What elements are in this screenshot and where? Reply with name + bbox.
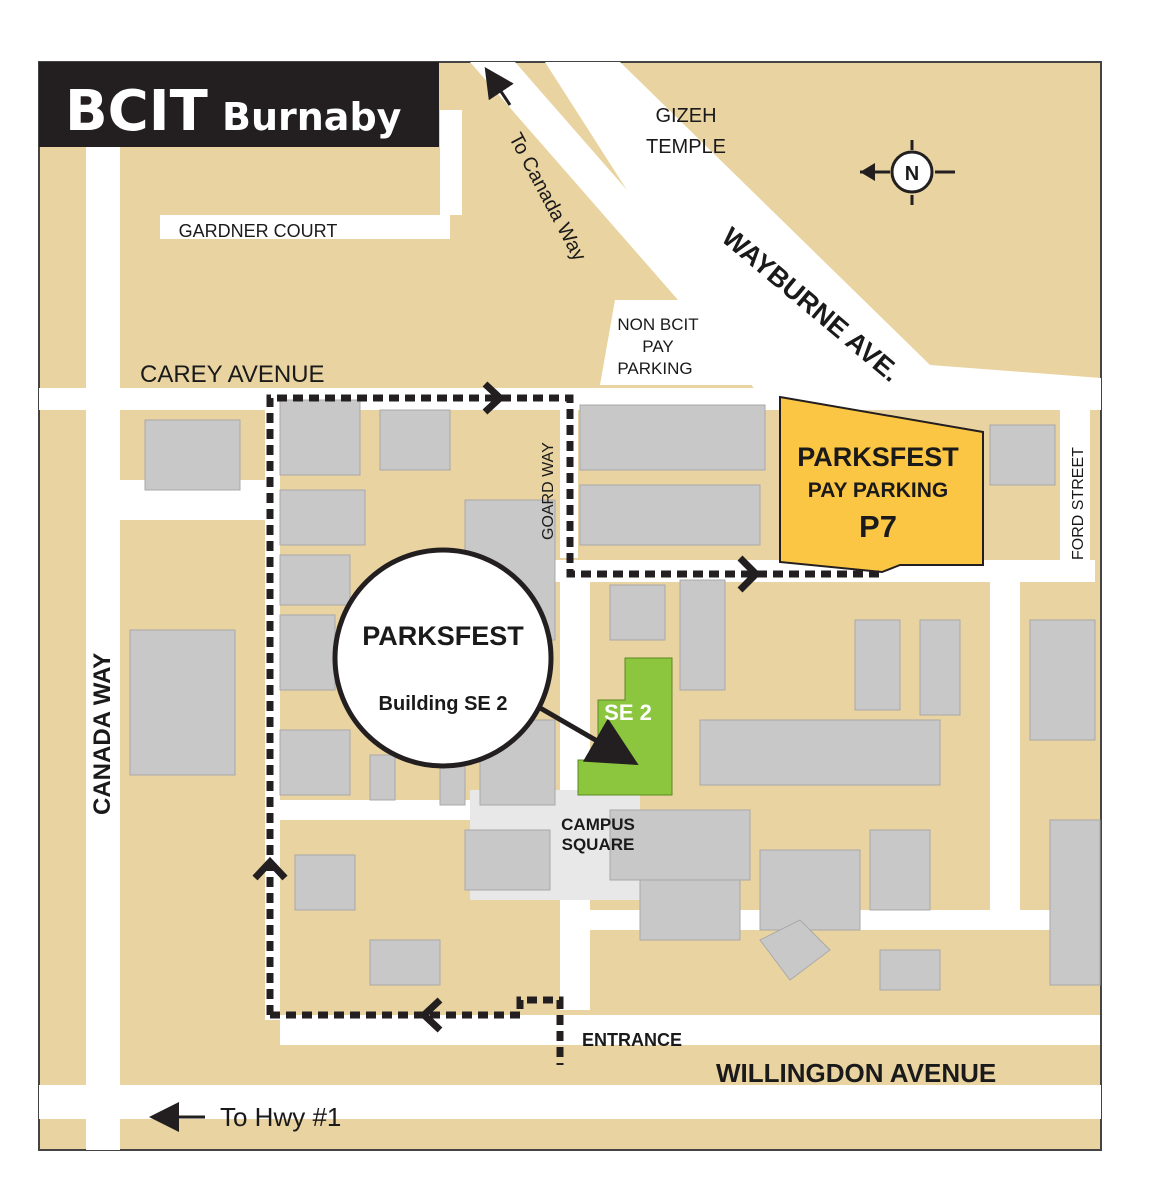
label-to-hwy: To Hwy #1: [220, 1102, 341, 1132]
label-non-bcit-3: PARKING: [617, 359, 692, 378]
to-canada-way-arrow-icon: [484, 67, 514, 106]
parksfest-callout[interactable]: PARKSFEST Building SE 2: [332, 547, 554, 769]
label-willingdon: WILLINGDON AVENUE: [716, 1058, 996, 1088]
label-non-bcit-1: NON BCIT: [617, 315, 698, 334]
callout-subtitle: Building SE 2: [379, 693, 508, 715]
compass-arrowhead-icon: [860, 163, 875, 181]
label-canada-way: CANADA WAY: [89, 653, 116, 815]
title-block: [39, 62, 439, 147]
parking-line-3: P7: [859, 509, 897, 544]
label-campus-2: SQUARE: [562, 835, 635, 854]
se2-label: SE 2: [604, 700, 652, 725]
label-non-bcit-2: PAY: [642, 337, 674, 356]
title-bcit: BCIT: [65, 79, 208, 144]
road-network: [39, 62, 1101, 1150]
parking-line-2: PAY PARKING: [808, 479, 948, 502]
title-burnaby: Burnaby: [222, 95, 402, 139]
walking-route: [266, 394, 885, 1065]
route-chevrons: [252, 381, 761, 1033]
label-gardner: GARDNER COURT: [179, 221, 338, 241]
label-goard: GOARD WAY: [540, 442, 557, 540]
parking-line-1: PARKSFEST: [797, 442, 959, 472]
label-gizeh-2: TEMPLE: [646, 136, 726, 158]
label-ford: FORD STREET: [1070, 447, 1087, 560]
label-carey: CAREY AVENUE: [140, 361, 325, 388]
label-gizeh-1: GIZEH: [655, 105, 716, 127]
parksfest-parking-lot[interactable]: [779, 395, 984, 574]
compass-letter: N: [905, 163, 919, 185]
callout-title: PARKSFEST: [362, 621, 524, 651]
label-entrance: ENTRANCE: [582, 1030, 682, 1050]
callout-pointer: [533, 702, 639, 766]
label-campus-1: CAMPUS: [561, 815, 635, 834]
